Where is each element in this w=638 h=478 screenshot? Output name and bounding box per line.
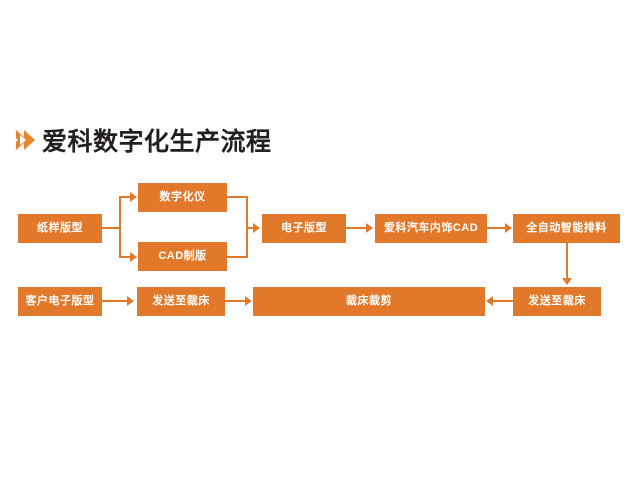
arrow-into-autocad [366,223,373,233]
connector-paper-to-branch [102,227,120,229]
connector-merge-to-electronic [246,227,255,229]
connector-branch-to-digitizer [119,196,131,198]
node-send-to-cutter-right[interactable]: 发送至裁床 [513,287,601,316]
node-send-to-cutter-left[interactable]: 发送至裁床 [137,287,225,316]
node-electronic-pattern[interactable]: 电子版型 [262,214,346,243]
connector-send-left-to-cutting [225,300,245,302]
double-chevron-right-icon [12,130,35,150]
connector-electronic-to-autocad [346,227,367,229]
node-auto-smart-nesting[interactable]: 全自动智能排料 [513,214,620,243]
connector-cad-to-merge [227,256,248,258]
connector-digitizer-to-merge [227,196,248,198]
arrow-into-electronic-pattern [253,223,260,233]
connector-autocad-to-nesting [487,227,506,229]
node-cutting-bed-cutting[interactable]: 裁床裁剪 [253,287,485,316]
node-aike-auto-interior-cad[interactable]: 爱科汽车内饰CAD [375,214,487,243]
node-customer-electronic-pattern[interactable]: 客户电子版型 [18,287,102,316]
arrow-into-send-to-cutter-right [562,278,572,285]
node-paper-pattern[interactable]: 纸样版型 [18,214,102,243]
page-title: 爱科数字化生产流程 [12,120,272,160]
connector-nesting-to-send-vertical [566,243,568,279]
connector-branch-to-cad [119,256,131,258]
arrow-into-cutting-bed-right [486,296,493,306]
arrow-into-cad [130,252,137,262]
connector-branch-vertical [119,196,121,258]
arrow-into-send-to-cutter-left [127,296,134,306]
node-cad-plate-making[interactable]: CAD制版 [138,242,227,271]
connector-send-right-to-cutting [493,300,513,302]
arrow-into-nesting [505,223,512,233]
arrow-into-cutting-bed-left [245,296,252,306]
page-title-text: 爱科数字化生产流程 [42,128,272,156]
node-digitizer[interactable]: 数字化仪 [138,183,227,212]
connector-customer-to-send-left [102,300,127,302]
arrow-into-digitizer [130,192,137,202]
